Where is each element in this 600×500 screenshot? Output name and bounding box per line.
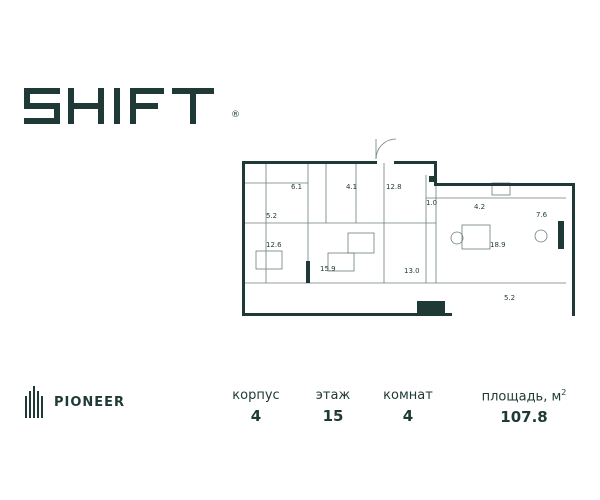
room-area: 12.6: [266, 241, 282, 249]
stat-label-text: площадь, м: [481, 389, 562, 405]
registered-mark: ®: [231, 110, 240, 120]
room-area: 5.2: [504, 294, 515, 302]
stat-area: площадь, м2 107.8: [474, 388, 574, 426]
stat-floor: этаж 15: [308, 388, 358, 425]
stat-label: корпус: [232, 388, 280, 403]
stat-label: комнат: [383, 388, 433, 403]
stat-value: 15: [322, 407, 344, 425]
stat-value: 4: [250, 407, 262, 425]
stat-building: корпус 4: [226, 388, 286, 425]
stat-label-sup: 2: [561, 388, 567, 397]
footer: PIONEER корпус 4 этаж 15 комнат 4 площад…: [0, 380, 600, 440]
room-area: 6.1: [291, 183, 302, 191]
room-area: 18.9: [490, 241, 506, 249]
pioneer-brand: PIONEER: [24, 386, 125, 418]
room-area: 13.0: [404, 267, 420, 275]
room-area: 1.0: [426, 199, 437, 207]
floor-plan-drawing: 6.1 4.1 12.8 1.0 4.2 7.6 5.2 12.6 15.9 1…: [242, 138, 575, 316]
floor-plan: 6.1 4.1 12.8 1.0 4.2 7.6 5.2 12.6 15.9 1…: [236, 133, 576, 318]
shift-wordmark-icon: [24, 88, 214, 124]
stat-rooms: комнат 4: [380, 388, 436, 425]
stat-value: 107.8: [500, 408, 548, 427]
room-area: 4.1: [346, 183, 357, 191]
brand-name: PIONEER: [54, 394, 126, 410]
room-area: 4.2: [474, 203, 485, 211]
stat-label: площадь, м2: [474, 388, 574, 404]
stat-value: 4: [402, 407, 414, 425]
room-area: 5.2: [266, 212, 277, 220]
stat-label: этаж: [315, 388, 351, 403]
shift-logo: ®: [24, 88, 240, 124]
room-area: 7.6: [536, 211, 548, 219]
room-area: 12.8: [386, 183, 402, 191]
pioneer-bars-icon: [25, 386, 43, 418]
room-area: 15.9: [320, 265, 336, 273]
